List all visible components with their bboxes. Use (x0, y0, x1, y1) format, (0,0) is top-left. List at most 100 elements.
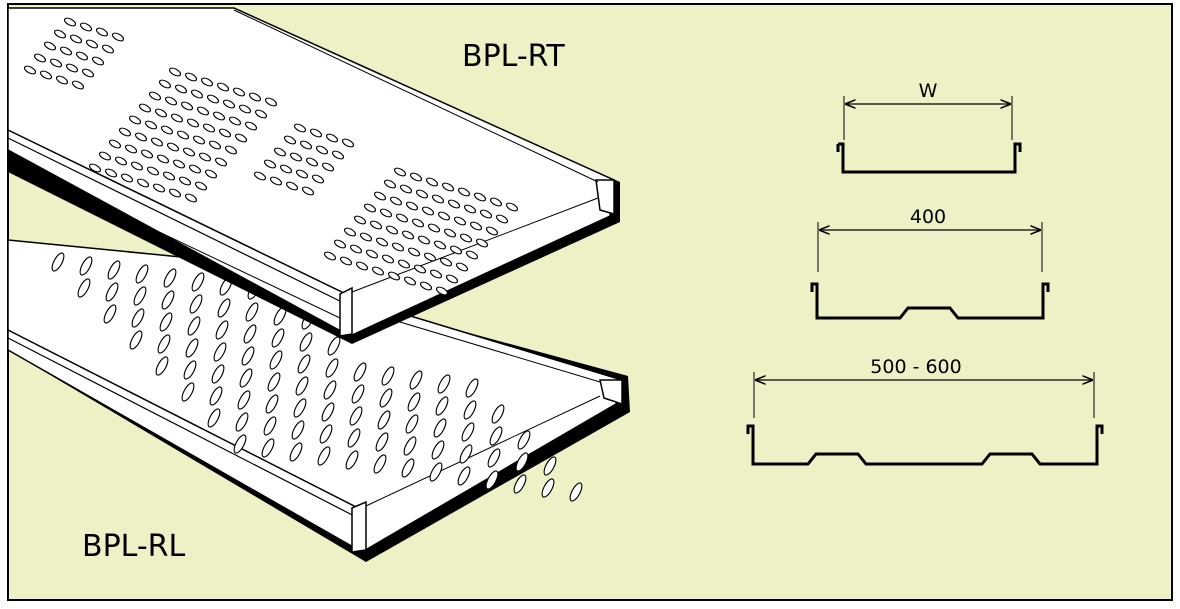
slot (248, 92, 262, 102)
slot (91, 56, 105, 66)
slot (371, 266, 385, 276)
slot (305, 157, 319, 167)
slot (317, 446, 331, 466)
slot (299, 140, 313, 150)
slot (473, 192, 487, 202)
slot (23, 65, 37, 75)
slot (212, 111, 226, 121)
slot (269, 350, 283, 370)
slot (289, 152, 303, 162)
slot (421, 206, 435, 216)
slot (455, 262, 469, 272)
slot (207, 408, 221, 428)
slot (345, 450, 359, 470)
top-tray-front-wall (7, 128, 351, 338)
slot (157, 334, 171, 354)
slot (381, 254, 395, 264)
slot (131, 308, 145, 328)
slot (224, 145, 238, 155)
bottom-tray-label: BPL-RL (82, 529, 186, 564)
slot (429, 269, 443, 279)
bottom-tray-slots (51, 252, 583, 502)
slot (181, 382, 195, 402)
slot (215, 320, 229, 340)
slot (232, 87, 246, 97)
slot (192, 135, 206, 145)
slot (435, 396, 449, 416)
slot (415, 189, 429, 199)
slot (513, 474, 527, 494)
slot (159, 312, 173, 332)
slot (253, 171, 267, 181)
slot (457, 466, 471, 486)
slot (359, 232, 373, 242)
slot (487, 448, 501, 468)
slot (75, 51, 89, 61)
slot (161, 290, 175, 310)
slot (174, 84, 188, 94)
slot (387, 271, 401, 281)
slot (423, 252, 437, 262)
slot (59, 46, 73, 56)
slot (79, 256, 93, 276)
slot (469, 221, 483, 231)
slot (425, 177, 439, 187)
slot (459, 233, 473, 243)
slot (43, 41, 57, 51)
slot (208, 140, 222, 150)
bottom-tray-bpl-rl (7, 239, 630, 562)
slot (433, 240, 447, 250)
slot (69, 34, 83, 44)
slot (405, 414, 419, 434)
slot (184, 193, 198, 203)
profile-400: 400 (810, 206, 1050, 320)
slot (323, 251, 337, 261)
slot (341, 138, 355, 148)
slot (401, 230, 415, 240)
slot (461, 422, 475, 442)
slot (172, 159, 186, 169)
slot (435, 286, 449, 296)
slot (369, 220, 383, 230)
slot (315, 145, 329, 155)
slot (128, 115, 142, 125)
slot (200, 77, 214, 87)
slot (541, 478, 555, 498)
slot (85, 39, 99, 49)
slot (489, 426, 503, 446)
slot (194, 181, 208, 191)
slot (441, 182, 455, 192)
slot (184, 72, 198, 82)
slot (397, 259, 411, 269)
slot (150, 137, 164, 147)
slot (271, 328, 285, 348)
slot (465, 378, 479, 398)
slot (39, 70, 53, 80)
slot (211, 364, 225, 384)
slot (244, 121, 258, 131)
slot (309, 128, 323, 138)
slot (148, 91, 162, 101)
slot (353, 215, 367, 225)
slot (377, 410, 391, 430)
slot (101, 44, 115, 54)
slot (543, 456, 557, 476)
dimension-label-500-600: 500 - 600 (870, 356, 961, 378)
slot (437, 211, 451, 221)
slot (152, 183, 166, 193)
slot (465, 250, 479, 260)
slot (383, 179, 397, 189)
slot (138, 103, 152, 113)
slot (323, 380, 337, 400)
slot (431, 194, 445, 204)
slot (349, 244, 363, 254)
slot (399, 184, 413, 194)
slot (293, 123, 307, 133)
slot (130, 161, 144, 171)
slot (237, 390, 251, 410)
slot (427, 223, 441, 233)
slot (407, 247, 421, 257)
slot (569, 482, 583, 502)
slot (283, 135, 297, 145)
slot (189, 294, 203, 314)
